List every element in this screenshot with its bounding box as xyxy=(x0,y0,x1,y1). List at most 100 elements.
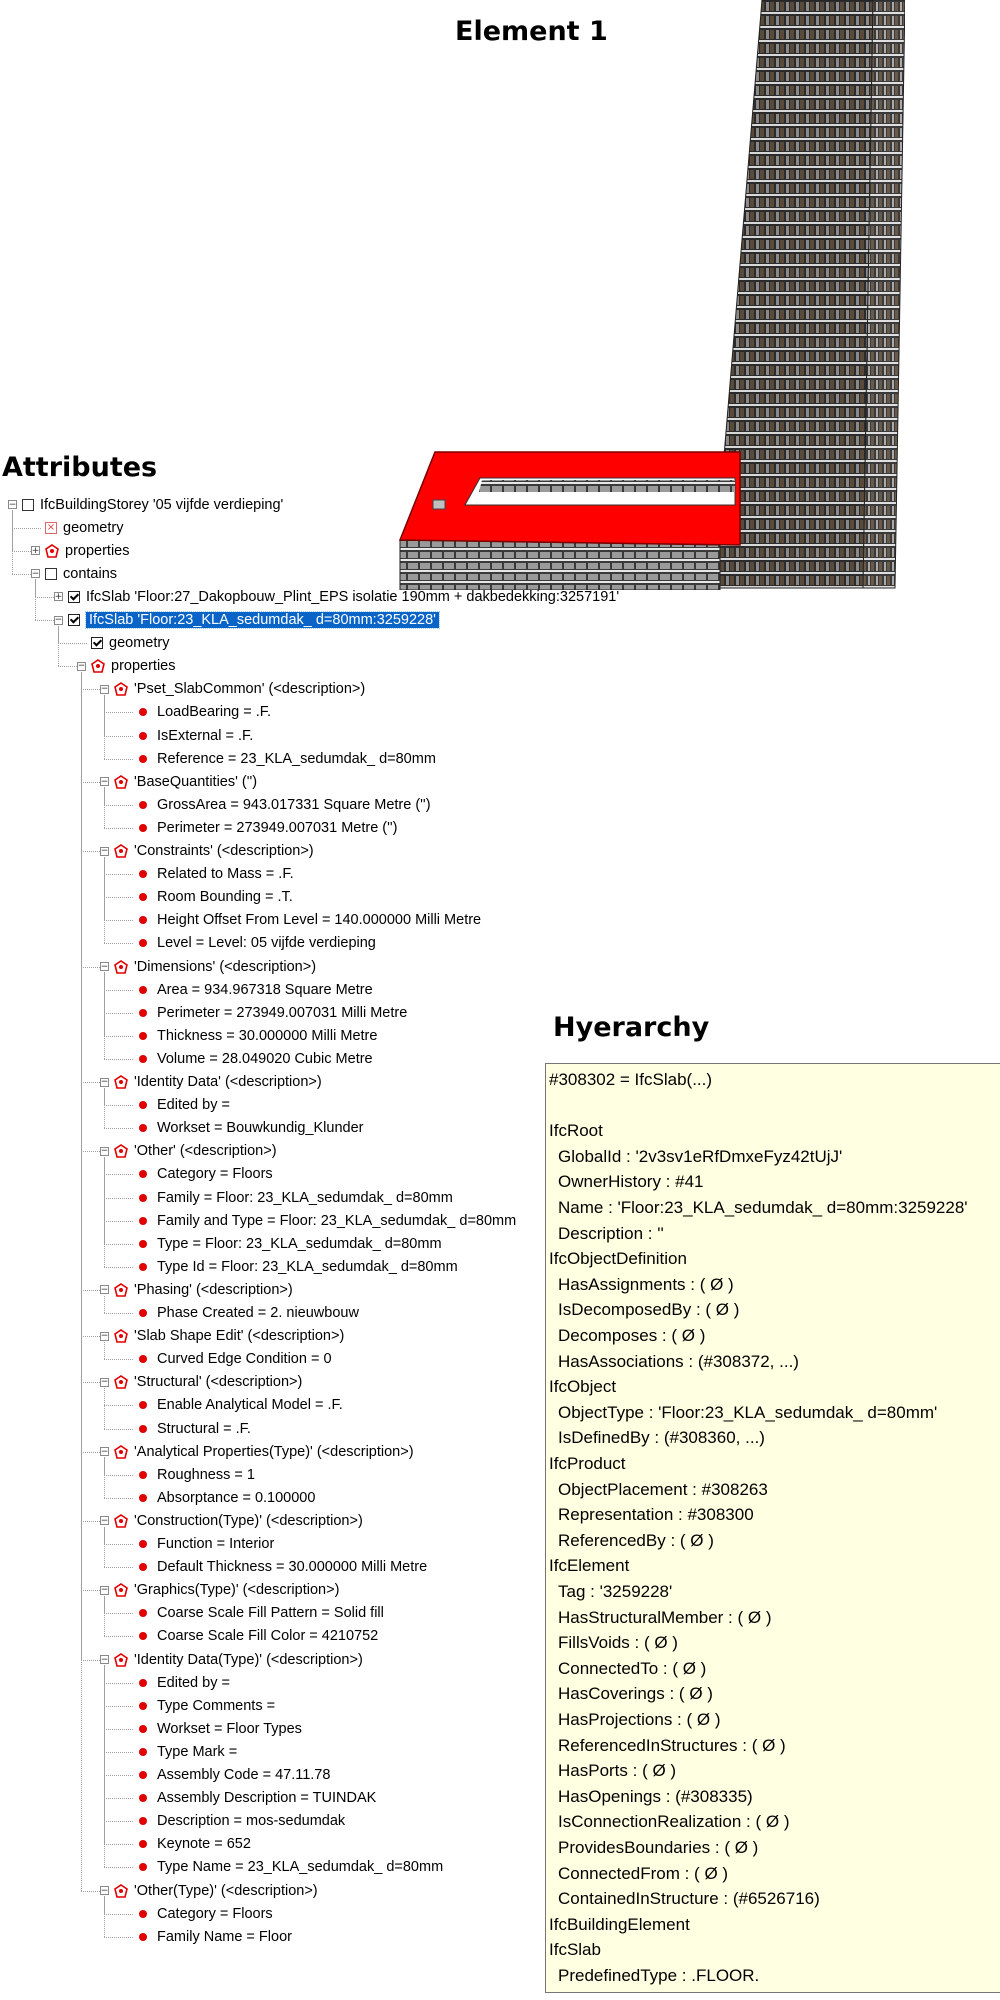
property-item[interactable]: Type Comments = xyxy=(137,1694,275,1717)
collapse-toggle[interactable]: − xyxy=(100,1331,109,1342)
property-item[interactable]: Perimeter = 273949.007031 Metre ('') xyxy=(137,816,398,839)
property-item[interactable]: Coarse Scale Fill Pattern = Solid fill xyxy=(137,1602,384,1625)
property-item[interactable]: Type Mark = xyxy=(137,1740,237,1763)
tree-connector xyxy=(81,671,82,1891)
property-item[interactable]: Assembly Code = 47.11.78 xyxy=(137,1764,330,1787)
property-item[interactable]: Reference = 23_KLA_sedumdak_ d=80mm xyxy=(137,747,436,770)
collapse-toggle[interactable]: − xyxy=(100,1654,109,1665)
collapse-toggle[interactable]: − xyxy=(100,684,109,695)
property-item[interactable]: Enable Analytical Model = .F. xyxy=(137,1394,343,1417)
tree-node[interactable]: 'Analytical Properties(Type)' (<descript… xyxy=(114,1440,414,1463)
building-3d-view[interactable] xyxy=(395,0,905,590)
tree-node[interactable]: 'Identity Data' (<description>) xyxy=(114,1071,322,1094)
collapse-toggle[interactable]: − xyxy=(77,661,86,672)
attribute-tree[interactable]: −IfcBuildingStorey '05 vijfde verdieping… xyxy=(0,493,619,2000)
property-item[interactable]: Level = Level: 05 vijfde verdieping xyxy=(137,932,376,955)
tree-node[interactable]: properties xyxy=(45,539,129,562)
tree-node[interactable]: ×geometry xyxy=(45,516,123,539)
property-item[interactable]: Absorptance = 0.100000 xyxy=(137,1486,315,1509)
tree-node[interactable]: 'Other' (<description>) xyxy=(114,1140,277,1163)
property-item[interactable]: Default Thickness = 30.000000 Milli Metr… xyxy=(137,1556,427,1579)
checkbox-icon[interactable] xyxy=(68,590,80,603)
property-item[interactable]: Category = Floors xyxy=(137,1902,273,1925)
property-item[interactable]: GrossArea = 943.017331 Square Metre ('') xyxy=(137,793,431,816)
property-item[interactable]: Description = mos-sedumdak xyxy=(137,1810,345,1833)
property-item[interactable]: Area = 934.967318 Square Metre xyxy=(137,978,373,1001)
checkbox-icon[interactable] xyxy=(68,614,80,626)
collapse-toggle[interactable]: − xyxy=(100,1284,109,1295)
hierarchy-class: IfcSlab xyxy=(549,1940,601,1960)
collapse-toggle[interactable]: − xyxy=(8,499,17,510)
property-item[interactable]: Type Id = Floor: 23_KLA_sedumdak_ d=80mm xyxy=(137,1255,458,1278)
tree-node[interactable]: 'Other(Type)' (<description>) xyxy=(114,1879,318,1902)
property-item[interactable]: Edited by = xyxy=(137,1671,230,1694)
property-item[interactable]: Assembly Description = TUINDAK xyxy=(137,1787,376,1810)
tree-node[interactable]: geometry xyxy=(91,632,169,655)
collapse-toggle[interactable]: − xyxy=(54,615,63,626)
property-bullet-icon xyxy=(139,1724,147,1733)
collapse-toggle[interactable]: − xyxy=(100,1146,109,1157)
collapse-toggle[interactable]: − xyxy=(100,1585,109,1596)
hierarchy-class: IfcBuildingElement xyxy=(549,1914,690,1934)
tree-node[interactable]: IfcSlab 'Floor:23_KLA_sedumdak_ d=80mm:3… xyxy=(68,609,440,632)
property-item[interactable]: Curved Edge Condition = 0 xyxy=(137,1348,332,1371)
property-item[interactable]: Type = Floor: 23_KLA_sedumdak_ d=80mm xyxy=(137,1232,442,1255)
property-item[interactable]: LoadBearing = .F. xyxy=(137,701,271,724)
property-bullet-icon xyxy=(139,1124,147,1133)
property-item[interactable]: Height Offset From Level = 140.000000 Mi… xyxy=(137,909,481,932)
collapse-toggle[interactable]: − xyxy=(100,846,109,857)
property-item[interactable]: Roughness = 1 xyxy=(137,1463,255,1486)
property-item[interactable]: Function = Interior xyxy=(137,1533,274,1556)
collapse-toggle[interactable]: − xyxy=(100,1377,109,1388)
tree-node[interactable]: IfcBuildingStorey '05 vijfde verdieping' xyxy=(22,493,283,516)
property-item[interactable]: Thickness = 30.000000 Milli Metre xyxy=(137,1024,377,1047)
property-item[interactable]: Volume = 28.049020 Cubic Metre xyxy=(137,1047,373,1070)
tree-node[interactable]: 'Dimensions' (<description>) xyxy=(114,955,316,978)
property-item[interactable]: Room Bounding = .T. xyxy=(137,886,293,909)
property-item[interactable]: Family and Type = Floor: 23_KLA_sedumdak… xyxy=(137,1209,516,1232)
property-item[interactable]: Family = Floor: 23_KLA_sedumdak_ d=80mm xyxy=(137,1186,453,1209)
property-item[interactable]: Coarse Scale Fill Color = 4210752 xyxy=(137,1625,378,1648)
hierarchy-attribute: ContainedInStructure : (#6526716) xyxy=(558,1889,820,1909)
property-item[interactable]: Category = Floors xyxy=(137,1163,273,1186)
tree-node[interactable]: properties xyxy=(91,655,175,678)
expand-toggle[interactable]: + xyxy=(31,545,40,556)
property-item[interactable]: Phase Created = 2. nieuwbouw xyxy=(137,1302,359,1325)
tree-node[interactable]: 'Phasing' (<description>) xyxy=(114,1278,293,1301)
checkbox-icon[interactable] xyxy=(91,637,103,650)
collapse-toggle[interactable]: − xyxy=(100,961,109,972)
tree-connector xyxy=(104,1867,133,1869)
property-item[interactable]: Structural = .F. xyxy=(137,1417,251,1440)
property-item[interactable]: Edited by = xyxy=(137,1094,230,1117)
tree-node[interactable]: 'Constraints' (<description>) xyxy=(114,840,314,863)
property-item[interactable]: Type Name = 23_KLA_sedumdak_ d=80mm xyxy=(137,1856,443,1879)
collapse-toggle[interactable]: − xyxy=(100,1077,109,1088)
property-item[interactable]: IsExternal = .F. xyxy=(137,724,253,747)
tree-node[interactable]: 'BaseQuantities' ('') xyxy=(114,770,257,793)
property-item[interactable]: Workset = Floor Types xyxy=(137,1717,302,1740)
tree-node[interactable]: 'Pset_SlabCommon' (<description>) xyxy=(114,678,365,701)
property-item[interactable]: Family Name = Floor xyxy=(137,1925,292,1948)
tree-node[interactable]: 'Graphics(Type)' (<description>) xyxy=(114,1579,339,1602)
tree-node[interactable]: 'Structural' (<description>) xyxy=(114,1371,302,1394)
hierarchy-attribute: ObjectPlacement : #308263 xyxy=(558,1479,768,1499)
property-item[interactable]: Workset = Bouwkundig_Klunder xyxy=(137,1117,363,1140)
tree-node[interactable]: contains xyxy=(45,562,117,585)
expand-toggle[interactable]: + xyxy=(54,591,63,602)
collapse-toggle[interactable]: − xyxy=(100,1885,109,1896)
collapse-toggle[interactable]: − xyxy=(31,568,40,579)
tree-node[interactable]: 'Slab Shape Edit' (<description>) xyxy=(114,1325,344,1348)
collapse-toggle[interactable]: − xyxy=(100,1446,109,1457)
property-item[interactable]: Keynote = 652 xyxy=(137,1833,251,1856)
hierarchy-attribute: IsDefinedBy : (#308360, ...) xyxy=(558,1428,765,1448)
tree-node[interactable]: 'Construction(Type)' (<description>) xyxy=(114,1509,363,1532)
hierarchy-attribute: ConnectedFrom : ( Ø ) xyxy=(558,1863,729,1883)
property-bullet-icon xyxy=(139,1540,147,1548)
collapse-toggle[interactable]: − xyxy=(100,1515,109,1526)
collapse-toggle[interactable]: − xyxy=(100,776,109,787)
property-item[interactable]: Related to Mass = .F. xyxy=(137,863,294,886)
hierarchy-attribute: HasStructuralMember : ( Ø ) xyxy=(558,1607,772,1627)
tree-node[interactable]: 'Identity Data(Type)' (<description>) xyxy=(114,1648,363,1671)
property-item[interactable]: Perimeter = 273949.007031 Milli Metre xyxy=(137,1001,407,1024)
tree-node[interactable]: IfcSlab 'Floor:27_Dakopbouw_Plint_EPS is… xyxy=(68,585,619,608)
